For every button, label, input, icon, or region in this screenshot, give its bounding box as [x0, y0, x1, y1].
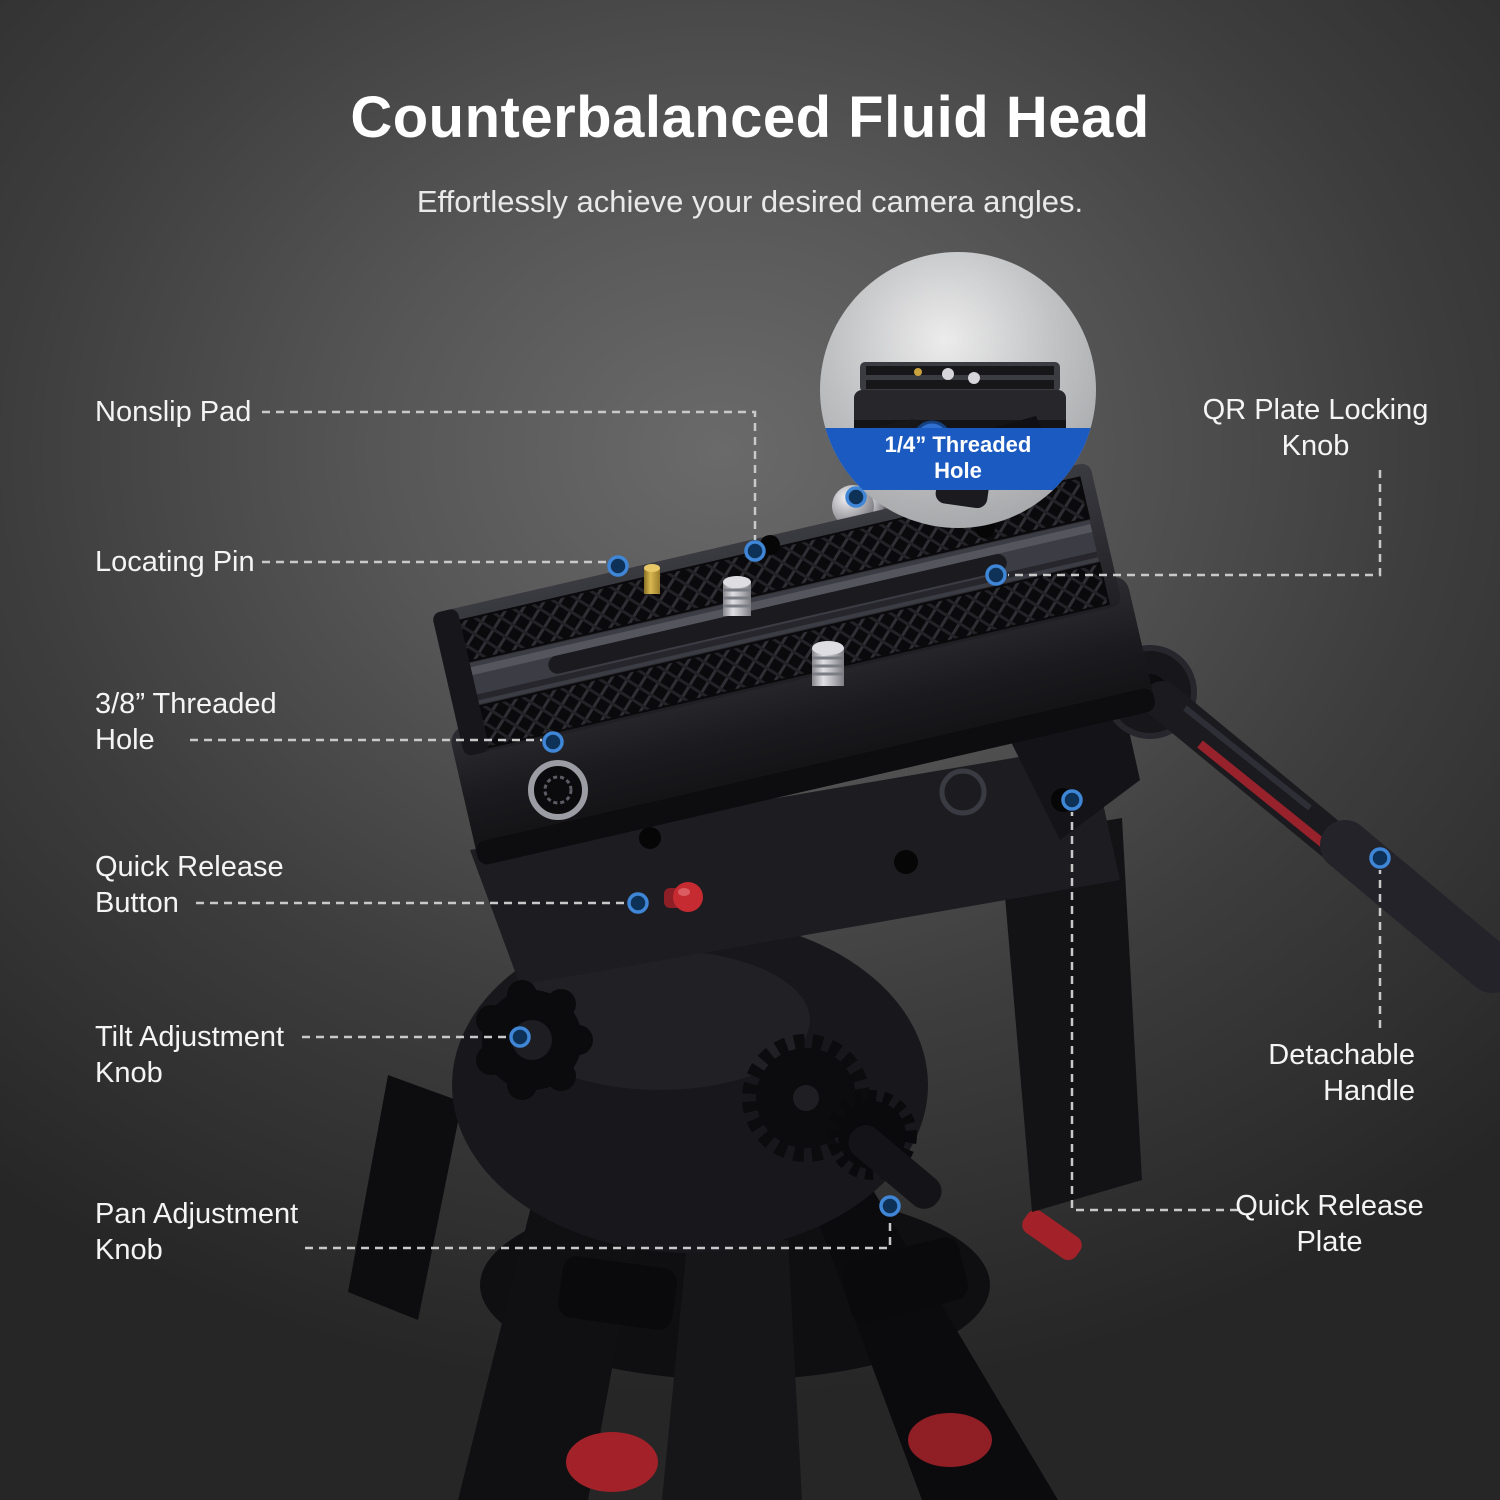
tripod-illustration: [348, 463, 1500, 1500]
quick-release-button-shape: [664, 882, 703, 912]
callout-dot-tilt-knob: [509, 1026, 531, 1048]
page-subtitle: Effortlessly achieve your desired camera…: [416, 184, 1084, 219]
label-pan-knob-line2: Knob: [95, 1234, 163, 1266]
label-threaded-hole: 3/8” Threaded Hole: [95, 686, 290, 758]
callout-dot-threaded-hole: [542, 731, 564, 753]
label-pan-knob-line1: Pan Adjustment: [95, 1198, 299, 1230]
pan-knob-shape: [848, 1125, 942, 1209]
locating-pin-shape: [644, 564, 660, 594]
plate-recess: [939, 768, 987, 816]
callout-dot-quick-release-button: [627, 892, 649, 914]
leader-pan-knob: [305, 1218, 892, 1250]
label-tilt-knob-line2: Knob: [95, 1057, 163, 1089]
label-detachable-handle: Detachable Handle: [1268, 1039, 1415, 1107]
red-lever: [1022, 1209, 1082, 1261]
red-leg-lock-left: [566, 1432, 658, 1492]
inset-detail-circle: 1/4” Threaded Hole: [820, 252, 1096, 528]
label-pan-knob: Pan Adjustment Knob: [95, 1196, 310, 1268]
label-tilt-knob: Tilt Adjustment Knob: [95, 1019, 305, 1091]
label-threaded-hole-line1: 3/8” Threaded: [95, 688, 277, 720]
label-qr-locking-knob: QR Plate Locking Knob: [1198, 392, 1433, 464]
label-qr-plate-line2: Plate: [1296, 1226, 1363, 1258]
red-leg-lock-right: [908, 1413, 992, 1467]
tripod-leg-right: [812, 1155, 1058, 1500]
callout-dot-nonslip-pad: [744, 540, 766, 562]
three-eighth-screw-shape: [812, 641, 844, 686]
head-bowl-highlight: [510, 950, 810, 1090]
label-qr-locking-knob-line2: Knob: [1281, 430, 1350, 462]
label-qr-plate-line1: Quick Release: [1235, 1190, 1424, 1222]
label-tilt-knob-line1: Tilt Adjustment: [95, 1021, 285, 1053]
threaded-hole-shape: [528, 760, 588, 820]
label-nonslip-pad: Nonslip Pad: [95, 396, 252, 428]
inset-badge-line1: 1/4” Threaded: [884, 432, 1032, 457]
tilt-knob-shape: [476, 980, 593, 1100]
inset-badge-line2: Hole: [934, 458, 982, 483]
label-threaded-hole-line2: Hole: [95, 724, 155, 756]
callout-dot-qr-plate: [1061, 789, 1083, 811]
leader-lines: [190, 410, 1382, 1250]
label-qr-locking-knob-line1: QR Plate Locking: [1202, 394, 1429, 426]
plate-hole: [639, 827, 661, 849]
tripod-leg-middle: [662, 1235, 802, 1500]
callout-dots: [509, 486, 1391, 1217]
page-title: Counterbalanced Fluid Head: [350, 85, 1150, 150]
leader-qr-locking-knob: [1008, 470, 1382, 577]
head-column: [1000, 818, 1142, 1212]
tripod-leg-rear: [348, 1075, 462, 1320]
label-qr-plate: Quick Release Plate: [1232, 1188, 1427, 1260]
label-quick-release-button: Quick Release Button: [95, 849, 290, 921]
inset-badge: 1/4” Threaded Hole: [820, 428, 1096, 490]
quarter-inch-screw-shape: [723, 576, 751, 616]
callout-dot-pan-knob: [879, 1195, 901, 1217]
label-locating-pin: Locating Pin: [95, 546, 255, 578]
plate-hole: [894, 850, 918, 874]
callout-dot-locating-pin: [607, 555, 629, 577]
leader-nonslip-pad: [262, 410, 757, 540]
leg-clamp-left: [558, 1256, 677, 1330]
detachable-handle-shape: [1103, 645, 1500, 993]
callout-dot-qr-locking-knob: [985, 564, 1007, 586]
callout-dot-detachable-handle: [1369, 847, 1391, 869]
label-quick-release-button-line2: Button: [95, 887, 179, 919]
leg-clamp-right: [842, 1237, 968, 1323]
label-quick-release-button-line1: Quick Release: [95, 851, 284, 883]
